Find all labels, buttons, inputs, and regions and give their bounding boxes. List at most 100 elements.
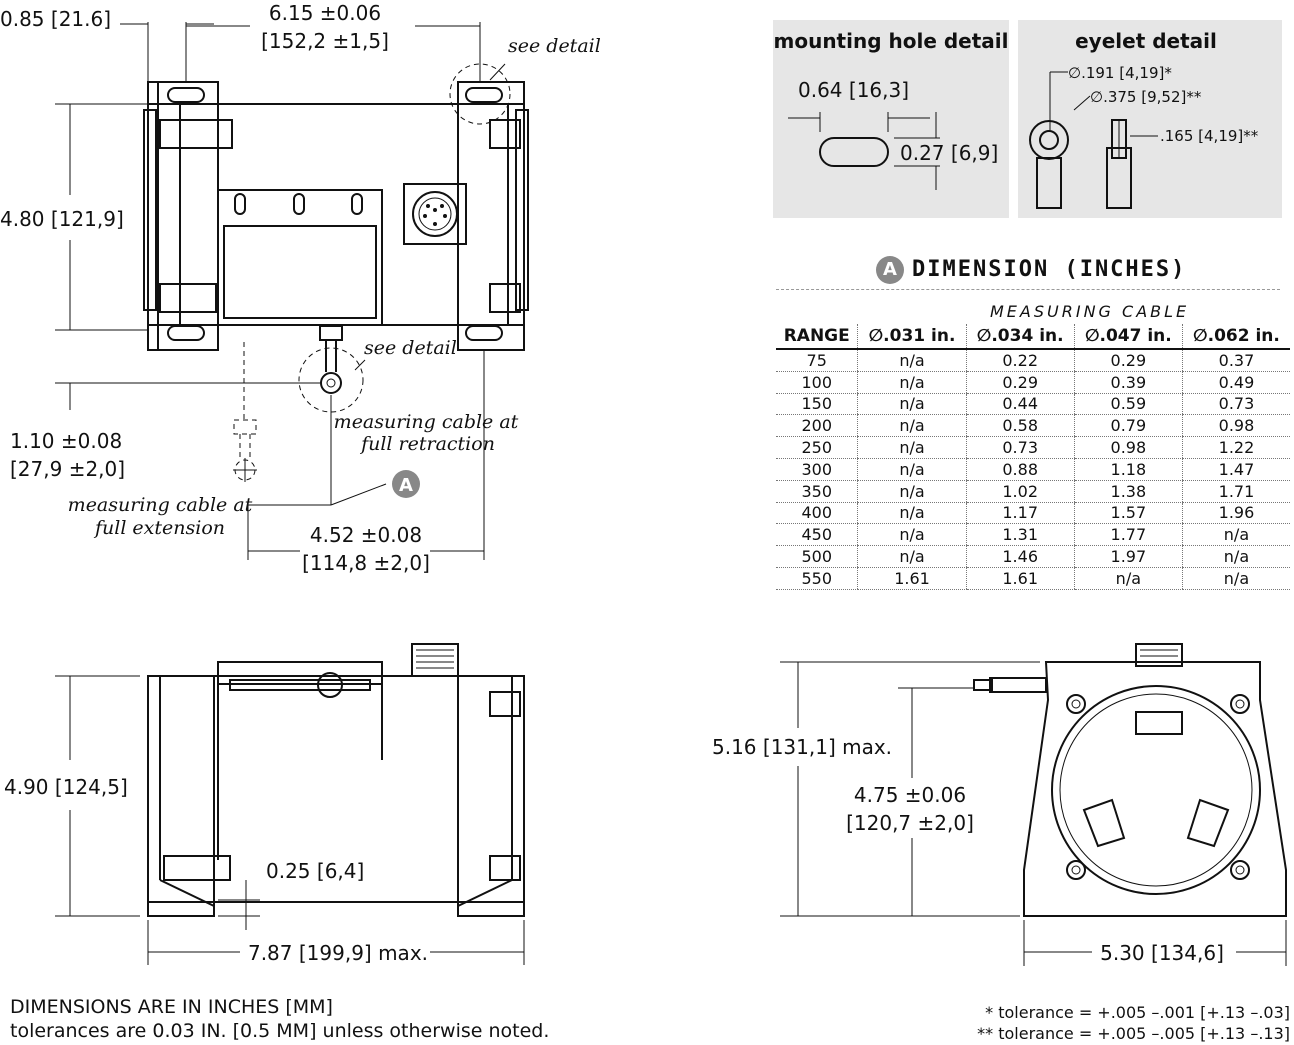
dim-foot: 0.25 [6,4] xyxy=(266,859,364,883)
dim-eyelet-thickness: .165 [4,19]** xyxy=(1160,127,1259,145)
value-cell: n/a xyxy=(857,545,967,568)
footer-units: DIMENSIONS ARE IN INCHES [MM] xyxy=(10,996,333,1018)
end-view: 5.16 [131,1] max. 4.75 ±0.06 [120,7 ±2,0… xyxy=(712,643,1287,966)
see-detail-label: see detail xyxy=(364,337,457,359)
callout-a-badge: A xyxy=(876,256,904,284)
value-cell: 0.58 xyxy=(965,414,1075,438)
dim-eyelet-outer: ∅.375 [9,52]** xyxy=(1090,88,1202,106)
table-title: A DIMENSION (INCHES) xyxy=(876,256,1186,284)
value-cell: 0.39 xyxy=(1073,371,1183,394)
value-cell: 1.97 xyxy=(1073,545,1183,568)
value-cell: 1.17 xyxy=(965,502,1075,525)
value-cell: 0.98 xyxy=(1181,414,1290,438)
value-cell: n/a xyxy=(857,480,967,503)
value-cell: 1.77 xyxy=(1073,523,1183,547)
value-cell: n/a xyxy=(857,371,967,394)
value-cell: 0.37 xyxy=(1181,349,1290,372)
dim-offset-1: 1.10 ±0.08 xyxy=(10,429,122,453)
value-cell: n/a xyxy=(857,502,967,525)
dim-side-height: 4.90 [124,5] xyxy=(4,775,128,799)
range-cell: 150 xyxy=(776,393,858,416)
dim-width-small: 0.85 [21.6] xyxy=(0,7,111,31)
dim-offset-2: [27,9 ±2,0] xyxy=(10,457,125,481)
value-cell: 1.02 xyxy=(965,480,1075,503)
dim-side-length: 7.87 [199,9] max. xyxy=(248,941,428,965)
dim-height: 4.80 [121,9] xyxy=(0,207,124,231)
extension-note: full extension xyxy=(93,517,225,539)
dim-slot-width: 0.27 [6,9] xyxy=(900,141,998,165)
header-031: ∅.031 in. xyxy=(857,324,967,350)
value-cell: n/a xyxy=(857,523,967,547)
see-detail-label: see detail xyxy=(508,35,601,57)
value-cell: n/a xyxy=(1181,567,1290,590)
range-cell: 200 xyxy=(776,414,858,438)
value-cell: 0.29 xyxy=(965,371,1075,394)
header-range: RANGE xyxy=(776,324,858,350)
header-034: ∅.034 in. xyxy=(965,324,1075,350)
value-cell: 0.73 xyxy=(1181,393,1290,416)
dim-cable-1: 4.52 ±0.08 xyxy=(310,523,422,547)
value-cell: 0.29 xyxy=(1073,349,1183,372)
value-cell: 1.22 xyxy=(1181,436,1290,459)
value-cell: 0.22 xyxy=(965,349,1075,372)
dim-end-width: 5.30 [134,6] xyxy=(1100,941,1224,965)
value-cell: n/a xyxy=(857,393,967,416)
header-062: ∅.062 in. xyxy=(1181,324,1290,350)
dim-width-mid-2: [152,2 ±1,5] xyxy=(261,29,389,53)
table-title-text: DIMENSION (INCHES) xyxy=(912,257,1187,282)
range-cell: 350 xyxy=(776,480,858,503)
dim-center-1: 4.75 ±0.06 xyxy=(854,783,966,807)
dim-eyelet-inner: ∅.191 [4,19]* xyxy=(1068,64,1172,82)
range-cell: 400 xyxy=(776,502,858,525)
value-cell: 1.96 xyxy=(1181,502,1290,525)
value-cell: n/a xyxy=(1073,567,1183,590)
value-cell: 1.46 xyxy=(965,545,1075,568)
range-cell: 250 xyxy=(776,436,858,459)
table-title-divider xyxy=(776,289,1280,290)
mounting-hole-detail: mounting hole detail 0.64 [16,3] 0.27 [6… xyxy=(773,20,1009,218)
mounting-detail-title: mounting hole detail xyxy=(774,29,1009,53)
range-cell: 500 xyxy=(776,545,858,568)
value-cell: n/a xyxy=(857,414,967,438)
side-view: 4.90 [124,5] 0.25 [6,4] 7.87 [199,9] max… xyxy=(4,643,525,965)
retraction-note: measuring cable at xyxy=(334,411,519,433)
header-047: ∅.047 in. xyxy=(1073,324,1183,350)
value-cell: 0.49 xyxy=(1181,371,1290,394)
value-cell: n/a xyxy=(857,436,967,459)
footer-tol-2: ** tolerance = +.005 –.005 [+.13 –.13] xyxy=(977,1024,1290,1043)
range-cell: 550 xyxy=(776,567,858,590)
value-cell: n/a xyxy=(857,458,967,481)
footer-tolerance: tolerances are 0.03 IN. [0.5 MM] unless … xyxy=(10,1020,550,1042)
value-cell: 1.31 xyxy=(965,523,1075,547)
value-cell: 1.47 xyxy=(1181,458,1290,481)
value-cell: 0.44 xyxy=(965,393,1075,416)
range-cell: 75 xyxy=(776,349,858,372)
top-view: A 0.85 [21.6] 6.15 ±0.06 [152,2 ±1,5] se… xyxy=(0,1,601,575)
value-cell: 0.79 xyxy=(1073,414,1183,438)
value-cell: 1.61 xyxy=(857,567,967,590)
dim-overall-height: 5.16 [131,1] max. xyxy=(712,735,892,759)
range-cell: 300 xyxy=(776,458,858,481)
value-cell: n/a xyxy=(857,349,967,372)
retraction-note: full retraction xyxy=(359,433,495,455)
callout-a-letter: A xyxy=(399,475,413,496)
value-cell: 0.88 xyxy=(965,458,1075,481)
value-cell: 1.18 xyxy=(1073,458,1183,481)
value-cell: n/a xyxy=(1181,545,1290,568)
dimension-table: RANGE ∅.031 in. ∅.034 in. ∅.047 in. ∅.06… xyxy=(776,324,1290,590)
dim-slot-length: 0.64 [16,3] xyxy=(798,78,909,102)
value-cell: 1.57 xyxy=(1073,502,1183,525)
table-subtitle: MEASURING CABLE xyxy=(990,302,1190,321)
eyelet-detail-title: eyelet detail xyxy=(1075,29,1217,53)
extension-note: measuring cable at xyxy=(68,494,253,516)
value-cell: n/a xyxy=(1181,523,1290,547)
range-cell: 100 xyxy=(776,371,858,394)
